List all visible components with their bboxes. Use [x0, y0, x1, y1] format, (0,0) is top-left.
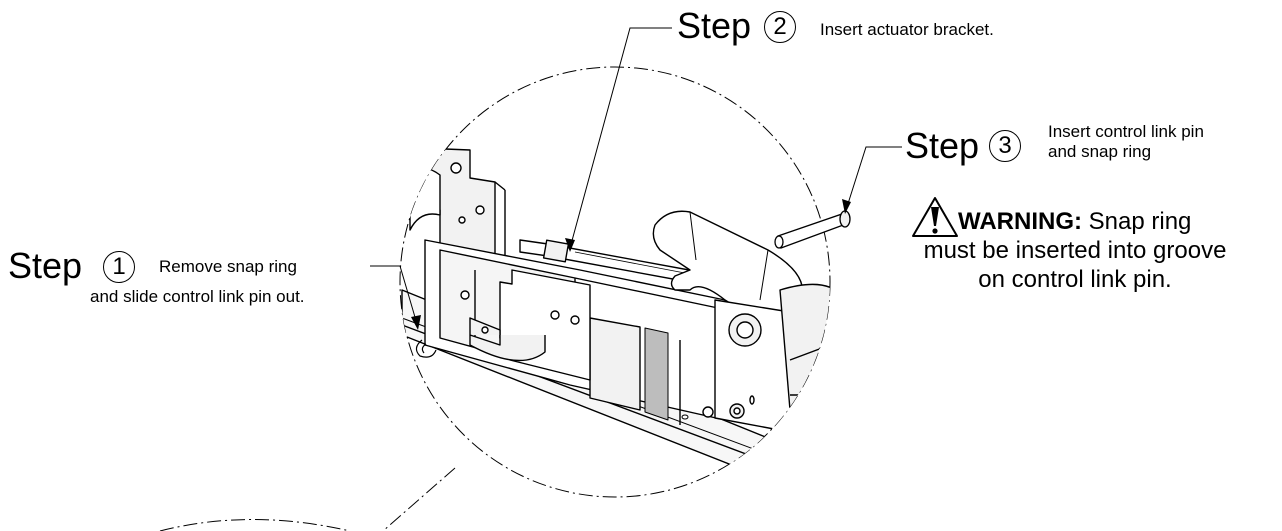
warning-triangle-icon	[912, 197, 958, 237]
u-bracket	[469, 317, 546, 362]
step-1-word: Step	[8, 245, 83, 286]
step-3-number: 3	[989, 130, 1021, 162]
warning-line1: Snap ring	[1088, 208, 1192, 235]
snap-ring	[415, 339, 437, 358]
actuator-rod	[519, 239, 701, 285]
detail-view-circle	[399, 66, 831, 498]
step-1-number: 1	[103, 251, 135, 283]
warning-line3: on control link pin.	[978, 266, 1172, 293]
warning-message: WARNING: Snap ring must be inserted into…	[880, 207, 1270, 294]
control-link-pin	[774, 210, 851, 249]
step-2-leader	[569, 27, 672, 249]
step-2-number: 2	[764, 11, 796, 43]
secondary-detail-circle	[159, 519, 351, 531]
step-2-arrowhead	[565, 238, 575, 252]
step-1-leader	[370, 265, 418, 325]
detail-view-leader	[382, 467, 456, 531]
step-3-text-line1: Insert control link pin	[1048, 122, 1204, 141]
leader-arrowheads	[411, 199, 851, 330]
step-3-arrowhead	[842, 199, 851, 214]
step-3-leader	[845, 146, 902, 211]
step-3-word: Step	[905, 125, 980, 166]
warning-line2: must be inserted into groove	[923, 237, 1227, 264]
step-1-text-line1: Remove snap ring	[159, 257, 297, 276]
leader-lines	[370, 27, 902, 325]
step-2-text: Insert actuator bracket.	[820, 20, 994, 39]
right-housing	[779, 283, 830, 422]
warning-label: WARNING:	[958, 208, 1082, 235]
step-3-text-line2: and snap ring	[1048, 142, 1152, 161]
step-1-arrowhead	[411, 315, 421, 330]
step-2-word: Step	[677, 5, 752, 46]
actuator-mechanism	[401, 147, 830, 489]
step-1-text-line2: and slide control link pin out.	[90, 287, 305, 306]
